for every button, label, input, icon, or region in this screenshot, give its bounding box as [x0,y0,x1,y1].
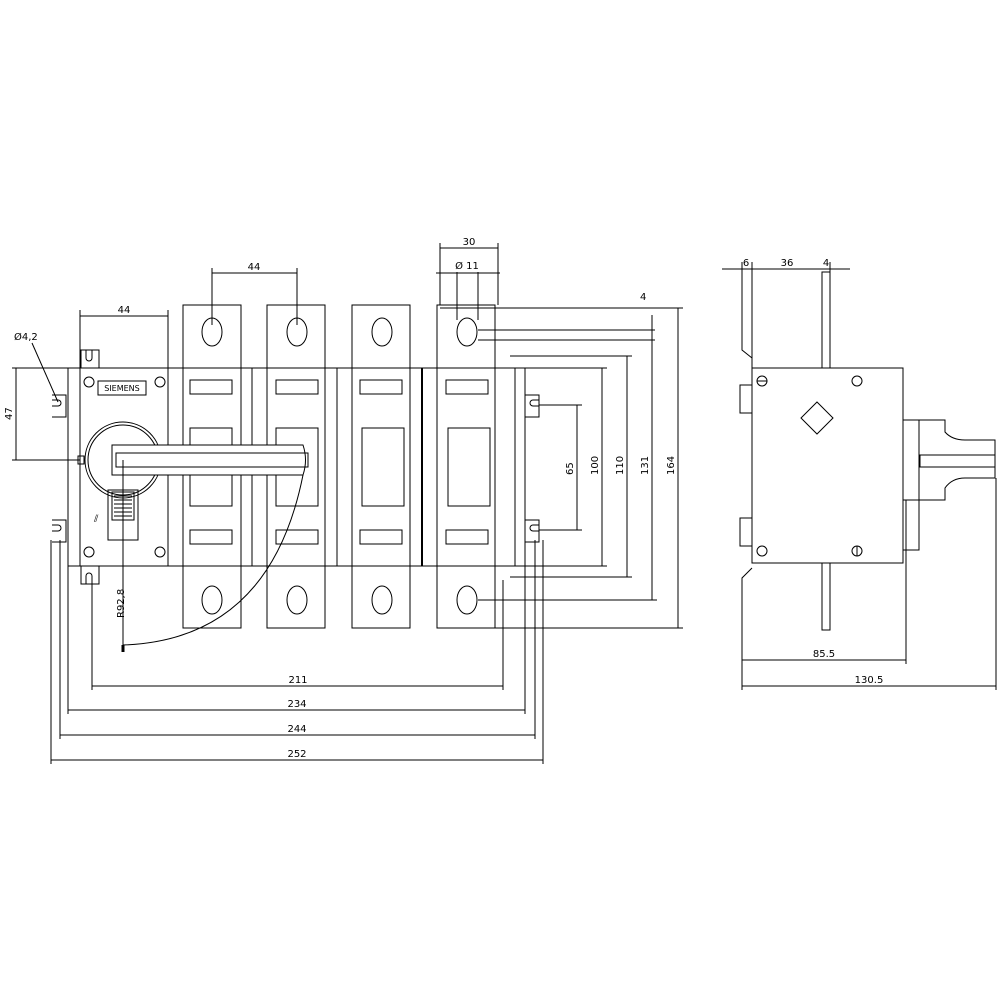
dim-width-211: 211 [288,675,307,686]
dim-terminal-hole: Ø 11 [455,260,479,272]
dim-height-131: 131 [640,456,651,475]
top-terminals [182,304,496,369]
lock-symbol: ⫽ [93,514,99,525]
front-dimensions: 44 44 30 Ø 11 4 Ø4,2 47 [4,237,683,764]
side-handle [902,419,996,501]
dim-pole-pitch: 44 [248,262,261,273]
side-view: 6 36 4 85.5 130.5 [722,258,997,690]
siemens-logo [97,380,147,396]
front-view: SIEMENS ⫽ R92,8 44 44 [4,237,683,764]
dim-body-height: 100 [590,456,601,475]
pole-windows [189,379,491,545]
dim-handle-height: 47 [4,407,15,420]
dim-terminal-offset: 4 [640,292,646,303]
top-terminal-bar [821,271,831,369]
dim-mount-pitch: 65 [565,462,576,475]
dim-width-234: 234 [287,699,306,710]
dim-36: 36 [781,258,794,269]
logo-text: SIEMENS [104,384,140,393]
dim-6: 6 [743,258,749,269]
dim-height-110: 110 [615,456,626,475]
dim-mount-hole: Ø4,2 [14,331,38,343]
dim-width-244: 244 [287,724,306,735]
dim-total-height: 164 [666,456,677,475]
dim-handle-module-width: 44 [118,305,131,316]
dim-4: 4 [823,258,829,269]
dim-handle-radius: R92,8 [116,589,127,618]
bottom-terminals [182,565,496,629]
dim-depth-85-5: 85.5 [813,649,835,660]
dim-width-252: 252 [287,749,306,760]
dim-terminal-width: 30 [463,237,476,248]
bottom-terminal-bar [821,562,831,631]
dim-depth-130-5: 130.5 [855,675,884,686]
side-body [751,367,904,564]
